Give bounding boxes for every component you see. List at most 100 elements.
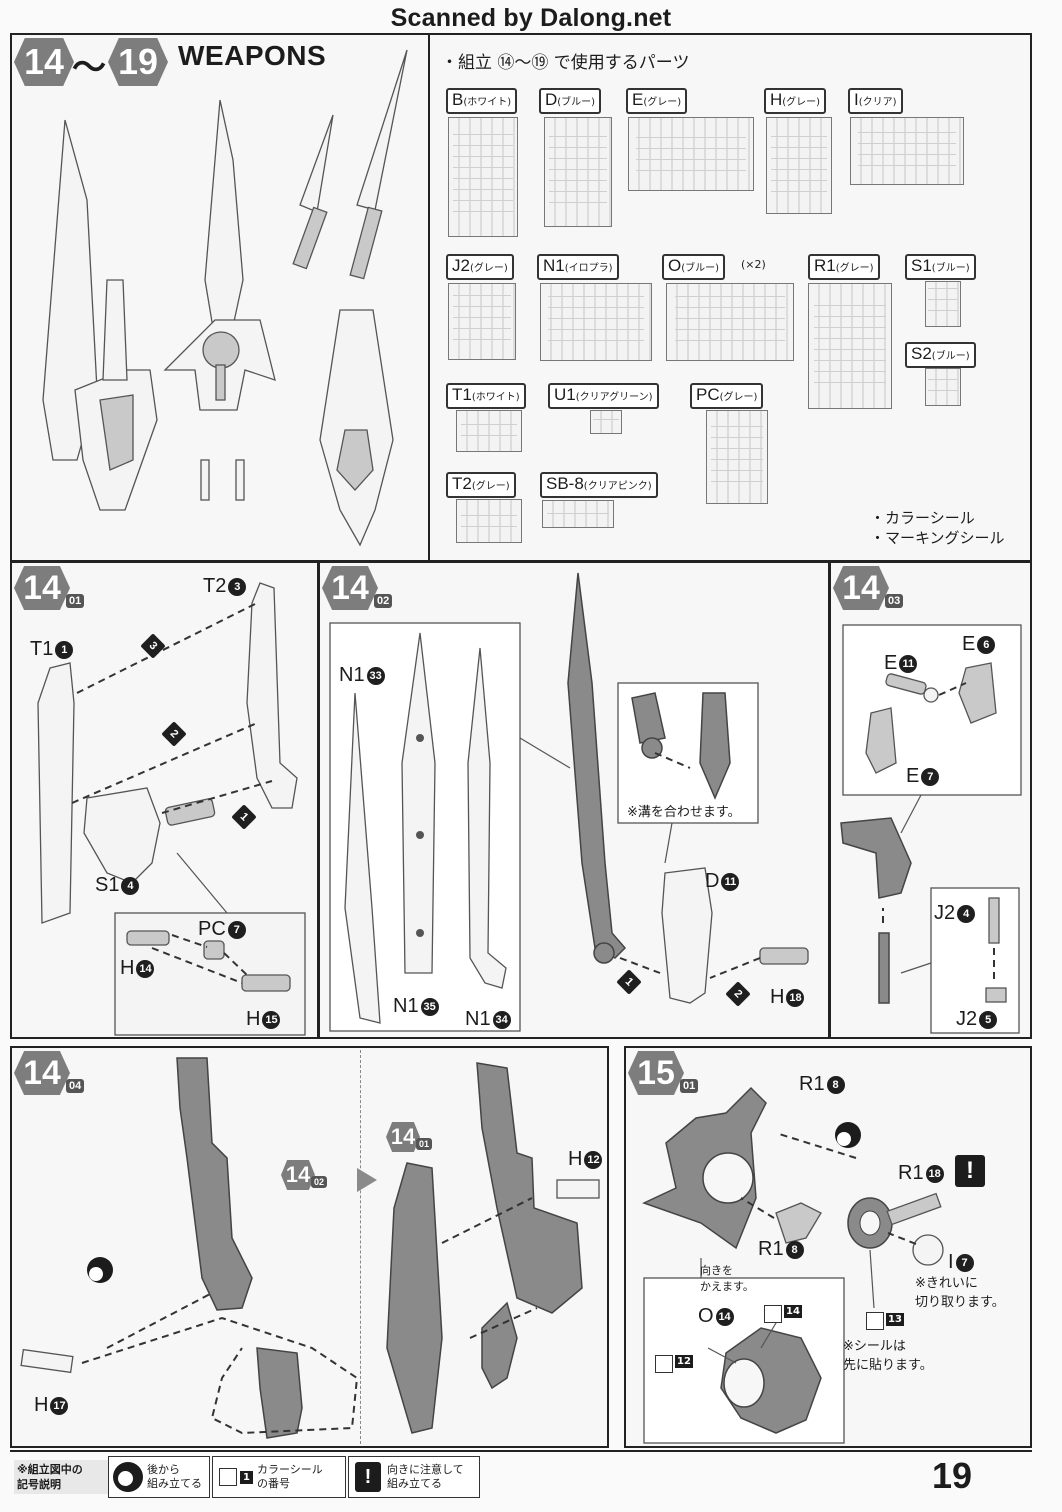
runner-i-sprue (850, 117, 964, 185)
runner-label-h: H(グレー) (764, 88, 827, 114)
runner-label-t1: T1(ホワイト) (446, 383, 526, 409)
step-badge-from: 14 (14, 38, 74, 86)
step-range-tilde: 〜 (72, 48, 106, 88)
step-14-04-illustration (20, 1057, 600, 1439)
step-14-01-illustration (37, 582, 306, 1036)
step-badge-14-03: 14 (833, 566, 889, 610)
step-ref-14-02-sub: 02 (311, 1176, 328, 1188)
runner-label-e: E(グレー) (626, 88, 688, 114)
turn-direction-note: 向きを かえます。 (700, 1264, 754, 1293)
seal-list: ・カラーシール ・マーキングシール (870, 508, 1005, 548)
step-badge-15-01: 15 (628, 1051, 684, 1095)
align-groove-note: ※溝を合わせます。 (627, 805, 741, 820)
seal-number-12: 12 (675, 1355, 693, 1368)
assembly-order-2b: 2 (725, 981, 751, 1007)
assemble-later-icon (113, 1462, 143, 1492)
step-ref-14-01-sub: 01 (416, 1138, 433, 1150)
runner-e-sprue (628, 117, 754, 191)
section-title: WEAPONS (178, 40, 327, 71)
step-sub-14-03: 03 (885, 594, 904, 608)
legend-seal-number: 1 カラーシール の番号 (212, 1456, 346, 1498)
runner-label-u1: U1(クリアグリーン) (548, 383, 659, 409)
runner-j2-sprue (448, 283, 516, 360)
runner-label-n1: N1(イロプラ) (537, 254, 619, 280)
assembly-order-2: 2 (161, 721, 187, 747)
runner-label-sb8: SB-8(クリアピンク) (540, 472, 658, 498)
step-badge-14-01: 14 (14, 566, 70, 610)
runner-pc-sprue (706, 410, 768, 504)
runner-label-b: B(ホワイト) (446, 88, 518, 114)
step-badge-to: 19 (108, 38, 168, 86)
seal-icon-14 (764, 1305, 782, 1323)
step-14-02-illustration (329, 572, 809, 1032)
legend-bar (10, 1450, 1032, 1452)
step-sub-14-02: 02 (374, 594, 393, 608)
runner-s1-sprue (925, 281, 961, 327)
caution-icon: ! (955, 1155, 985, 1187)
step-sub-14-01: 01 (66, 594, 85, 608)
step-sub-14-04: 04 (66, 1079, 85, 1093)
assembly-order-3: 3 (140, 633, 166, 659)
runner-n1-sprue (540, 283, 652, 361)
runner-s2-sprue (925, 368, 961, 406)
runner-b-sprue (448, 117, 518, 237)
runner-label-pc: PC(グレー) (690, 383, 764, 409)
runner-label-o: O(ブルー) (662, 254, 726, 280)
cut-cleanly-note: ※きれいに 切り取ります。 (915, 1276, 1005, 1310)
page-number: 19 (932, 1455, 973, 1496)
scanner-credit: Scanned by Dalong.net (390, 4, 672, 32)
seal-number-icon (219, 1468, 237, 1486)
step-15-01-illustration (642, 1086, 944, 1444)
runner-label-r1: R1(グレー) (808, 254, 880, 280)
legend-caution: ! 向きに注意して 組み立てる (348, 1456, 480, 1498)
seal-icon-12 (655, 1355, 673, 1373)
runner-label-d: D(ブルー) (539, 88, 602, 114)
step-badge-14-02: 14 (322, 566, 378, 610)
runner-r1-sprue (808, 283, 892, 409)
runner-h-sprue (766, 117, 832, 214)
runner-label-t2: T2(グレー) (446, 472, 516, 498)
color-seal-item: ・カラーシール (870, 509, 975, 527)
legend-heading: ※組立図中の 記号説明 (14, 1460, 110, 1494)
assembly-order-1b: 1 (616, 969, 642, 995)
step-ref-14-01-badge: 14 (386, 1122, 420, 1152)
seal-number-14: 14 (784, 1305, 802, 1318)
step-14-04-divider (360, 1050, 361, 1444)
step-badge-14-04: 14 (14, 1051, 70, 1095)
runner-u1-sprue (590, 410, 622, 434)
runner-o-quantity: (×2) (741, 258, 766, 271)
runner-label-s2: S2(ブルー) (905, 342, 976, 368)
step-14-03-illustration (840, 624, 1022, 1034)
runner-o-sprue (666, 283, 794, 361)
caution-legend-icon: ! (355, 1462, 381, 1492)
runner-t2-sprue (456, 499, 522, 543)
runner-sb8-sprue (542, 500, 614, 528)
runner-d-sprue (544, 117, 612, 227)
runner-t1-sprue (456, 410, 522, 452)
marking-seal-item: ・マーキングシール (870, 529, 1005, 547)
assembly-order-1: 1 (231, 804, 257, 830)
runner-label-s1: S1(ブルー) (905, 254, 976, 280)
panel-divider (428, 35, 430, 560)
